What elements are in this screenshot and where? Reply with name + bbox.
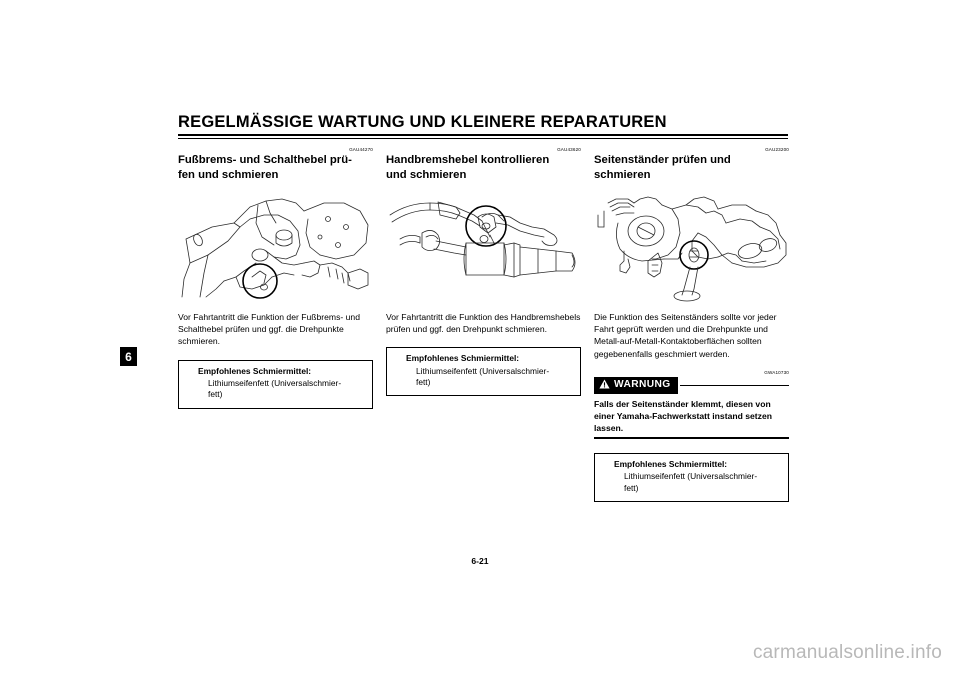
warning-text: Falls der Seitenständer klemmt, diesen v… <box>594 398 772 434</box>
reference-code: GAU44270 <box>349 147 373 152</box>
warning-header-rule <box>679 384 789 387</box>
section-title: Handbremshebel kontrollieren und schmier… <box>386 154 550 182</box>
content-columns: GAU44270 Fußbrems- und Schalthebel prü- … <box>178 146 789 502</box>
section-body: Vor Fahrtantritt die Funktion des Handbr… <box>386 312 581 335</box>
section-handbrake-lever: GAU43620 Handbremshebel kontrollieren un… <box>386 146 581 502</box>
warning-bottom-rule <box>594 437 789 439</box>
spec-box-value: Lithiumseifenfett (Universalschmier- fet… <box>416 365 550 388</box>
spec-box-title: Empfohlenes Schmiermittel: <box>614 458 728 469</box>
section-title: Seitenständer prüfen und schmieren <box>594 154 731 182</box>
spec-box-value: Lithiumseifenfett (Universalschmier- fet… <box>624 471 758 493</box>
spec-box-title: Empfohlenes Schmiermittel: <box>198 365 312 376</box>
warning-reference-code: GWA10730 <box>764 369 789 375</box>
section-footbrake-shift-lever: GAU44270 Fußbrems- und Schalthebel prü- … <box>178 146 373 502</box>
warning-header: WARNUNG <box>594 376 789 394</box>
reference-code: GAU23200 <box>765 147 789 152</box>
side-stand-illustration <box>594 193 789 305</box>
warning-badge: WARNUNG <box>594 376 678 394</box>
spec-box-value: Lithiumseifenfett (Universalschmier- fet… <box>208 377 342 400</box>
section-body: Die Funktion des Seitenständers sollte v… <box>594 312 777 359</box>
warning-label: WARNUNG <box>614 379 671 391</box>
section-side-stand: GAU23200 Seitenständer prüfen und schmie… <box>594 146 789 502</box>
warning-block: GWA10730 WARNUNG Falls <box>594 369 789 439</box>
section-body: Vor Fahrtantritt die Funktion der Fußbre… <box>178 312 360 347</box>
chapter-header: REGELMÄSSIGE WARTUNG UND KLEINERE REPARA… <box>178 113 788 139</box>
warning-triangle-icon <box>599 376 610 394</box>
page-number: 6-21 <box>471 556 489 566</box>
reference-code: GAU43620 <box>557 147 581 152</box>
section-title: Fußbrems- und Schalthebel prü- fen und s… <box>178 154 352 182</box>
header-rule-thin <box>178 137 788 139</box>
chapter-tab-marker: 6 <box>120 347 137 366</box>
watermark: carmanualsonline.info <box>752 642 942 663</box>
lubricant-spec-box: Empfohlenes Schmiermittel: Lithiumseifen… <box>178 359 373 409</box>
page-title: REGELMÄSSIGE WARTUNG UND KLEINERE REPARA… <box>178 113 667 131</box>
spec-box-title: Empfohlenes Schmiermittel: <box>406 353 520 364</box>
footbrake-shift-lever-illustration <box>178 193 373 305</box>
lubricant-spec-box: Empfohlenes Schmiermittel: Lithiumseifen… <box>386 347 581 397</box>
handbrake-lever-illustration <box>386 193 581 305</box>
lubricant-spec-box: Empfohlenes Schmiermittel: Lithiumseifen… <box>594 452 789 502</box>
header-rule-thick <box>178 134 788 137</box>
